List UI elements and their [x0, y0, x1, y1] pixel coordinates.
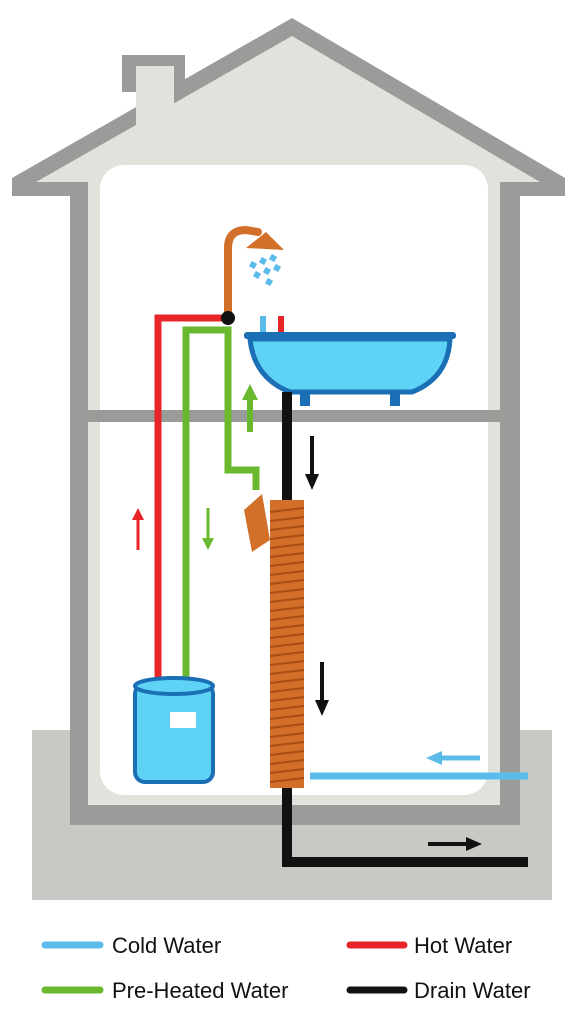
- legend-item-hot: Hot Water: [346, 933, 512, 958]
- coil-ridge: [269, 507, 305, 513]
- coil-ridge: [269, 759, 305, 765]
- coil-ridge: [269, 552, 305, 558]
- legend-label-drain: Drain Water: [414, 978, 531, 1003]
- coil-ridge: [269, 651, 305, 657]
- coil-ridge: [269, 678, 305, 684]
- legend-item-cold: Cold Water: [41, 933, 221, 958]
- flow-arrow-drain-down-upper: [305, 436, 319, 490]
- room-interior: [100, 165, 488, 795]
- flow-arrow-cold-left: [426, 751, 480, 765]
- hot-water-pipe: [154, 314, 228, 685]
- coil-ridge: [269, 534, 305, 540]
- legend-label-preheated: Pre-Heated Water: [112, 978, 288, 1003]
- coil-ridge: [269, 687, 305, 693]
- coil-ridge: [269, 516, 305, 522]
- coil-ridge: [269, 597, 305, 603]
- coil-ridge: [269, 525, 305, 531]
- legend: Cold Water Hot Water Pre-Heated Water Dr…: [41, 933, 531, 1003]
- coil-ridge: [269, 660, 305, 666]
- flow-arrow-preheated-up: [242, 384, 258, 432]
- preheated-water-pipe: [182, 326, 260, 685]
- coil-ridge: [269, 768, 305, 774]
- flow-arrow-drain-down-lower: [315, 662, 329, 716]
- legend-label-cold: Cold Water: [112, 933, 221, 958]
- pipe-junction: [221, 311, 235, 325]
- floor-divider: [86, 410, 502, 422]
- flow-arrow-drain-right: [428, 837, 482, 851]
- legend-item-drain: Drain Water: [346, 978, 531, 1003]
- coil-ridge: [269, 741, 305, 747]
- coil-ridge: [269, 633, 305, 639]
- coil-ridge: [269, 777, 305, 783]
- water-heater-tank-icon: [133, 676, 215, 784]
- drain-heat-exchanger-coil: [244, 494, 305, 788]
- flow-arrow-hot-up: [132, 508, 144, 550]
- coil-ridge: [269, 570, 305, 576]
- shower-head-icon: [224, 225, 284, 322]
- coil-ridge: [269, 732, 305, 738]
- coil-ridge: [269, 705, 305, 711]
- coil-ridge: [269, 723, 305, 729]
- coil-ridge: [269, 669, 305, 675]
- coil-ridge: [269, 696, 305, 702]
- coil-ridge: [269, 714, 305, 720]
- coil-ridge: [269, 642, 305, 648]
- drain-water-pipe-lower: [282, 785, 528, 867]
- coil-ridge: [269, 579, 305, 585]
- coil-ridge: [269, 606, 305, 612]
- coil-ridge: [269, 750, 305, 756]
- legend-label-hot: Hot Water: [414, 933, 512, 958]
- legend-item-preheated: Pre-Heated Water: [41, 978, 288, 1003]
- coil-ridge: [269, 561, 305, 567]
- flow-arrow-preheated-down: [202, 508, 214, 550]
- sink-icon: [244, 316, 456, 406]
- coil-ridge: [269, 615, 305, 621]
- coil-ridge: [269, 588, 305, 594]
- coil-ridge: [269, 543, 305, 549]
- coil-ridge: [269, 624, 305, 630]
